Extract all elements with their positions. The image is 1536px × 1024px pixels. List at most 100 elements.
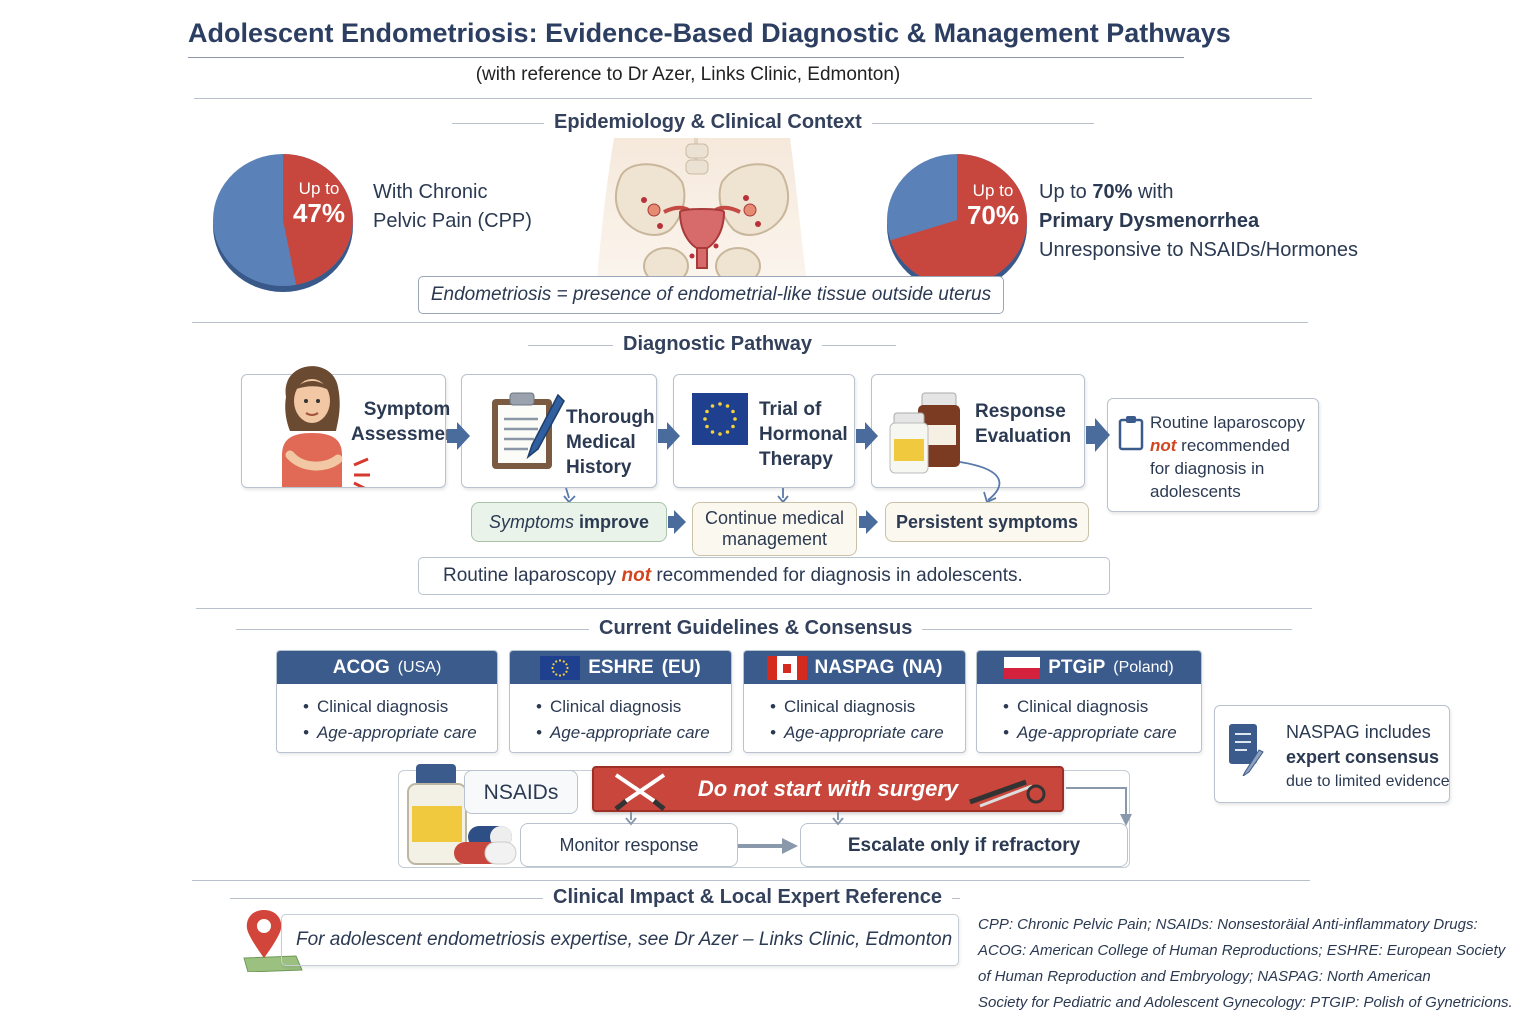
naspag-consensus-note: NASPAG includes expert consensus due to … bbox=[1214, 705, 1450, 803]
eu-star bbox=[731, 424, 735, 429]
nsaids-label: NSAIDs bbox=[464, 770, 578, 814]
crossed-scalpels-icon bbox=[614, 773, 666, 811]
note-part: Routine laparoscopy bbox=[443, 565, 622, 586]
eu-star bbox=[551, 666, 554, 669]
pie-chart-dysmenorrhea bbox=[887, 154, 1027, 292]
abbreviation-line: ACOG: American College of Human Reproduc… bbox=[978, 942, 1506, 959]
guideline-item: Age-appropriate care bbox=[770, 720, 965, 746]
pelvis-uterus-illustration bbox=[596, 138, 808, 290]
title-underline bbox=[188, 57, 1184, 58]
outcome-text: Symptoms bbox=[488, 511, 574, 532]
section-heading-epidemiology: Epidemiology & Clinical Context bbox=[544, 111, 872, 134]
eu-star bbox=[555, 672, 558, 676]
pie-percent: 70% bbox=[966, 199, 1020, 230]
canada-flag-icon bbox=[766, 655, 807, 680]
guideline-list: Clinical diagnosis Age-appropriate care bbox=[744, 684, 965, 746]
pie-label-cpp: With Chronic Pelvic Pain (CPP) bbox=[373, 178, 532, 236]
definition-text: Endometriosis = presence of endometrial-… bbox=[430, 284, 992, 305]
pie-label-part: Up to bbox=[1039, 181, 1093, 203]
guideline-item: Clinical diagnosis bbox=[536, 694, 731, 720]
pie-label-line: Unresponsive to NSAIDs/Hormones bbox=[1039, 239, 1359, 261]
pie-prefix: Up to bbox=[972, 181, 1014, 200]
step-label-line: Symptom bbox=[363, 399, 451, 420]
outcome-text: management bbox=[721, 529, 828, 549]
naspag-note-line: due to limited evidence bbox=[1286, 773, 1450, 790]
side-note-line: not recommended bbox=[1150, 434, 1305, 457]
guideline-name: NASPAG bbox=[814, 656, 895, 678]
guideline-region: (Poland) bbox=[1113, 658, 1174, 676]
pie-slice-47 bbox=[283, 154, 353, 285]
monitor-text: Monitor response bbox=[559, 834, 699, 855]
outcome-text: Continue medical bbox=[704, 508, 845, 528]
abbreviations-footnote: CPP: Chronic Pelvic Pain; NSAIDs: Nonses… bbox=[978, 912, 1513, 1016]
medicine-bottles-icon bbox=[889, 392, 960, 474]
eu-star bbox=[725, 430, 730, 434]
naspag-note-line: expert consensus bbox=[1286, 747, 1440, 767]
step-label-line: Medical bbox=[566, 432, 636, 453]
guideline-list: Clinical diagnosis Age-appropriate care bbox=[510, 684, 731, 746]
step-label-line: Trial of bbox=[759, 399, 822, 420]
laparoscopy-side-note: Routine laparoscopy not recommended for … bbox=[1107, 398, 1319, 512]
eu-star bbox=[552, 670, 555, 673]
clipboard-icon bbox=[1118, 416, 1144, 451]
guideline-list: Clinical diagnosis Age-appropriate care bbox=[977, 684, 1201, 746]
eu-star bbox=[565, 670, 568, 673]
pie-label-line: Pelvic Pain (CPP) bbox=[373, 210, 532, 232]
pie-value-70: Up to 70% bbox=[960, 181, 1026, 230]
surgery-warning-banner: Do not start with surgery bbox=[592, 766, 1064, 812]
step-label-line: Assessment bbox=[351, 424, 463, 445]
clipboard-pen-icon bbox=[492, 392, 565, 469]
eu-star bbox=[559, 673, 562, 677]
side-note-line: for diagnosis in bbox=[1150, 459, 1265, 478]
guideline-item: Clinical diagnosis bbox=[770, 694, 965, 720]
patient-with-pain-icon bbox=[282, 366, 370, 487]
eu-star bbox=[731, 409, 735, 414]
laparoscopy-note: Routine laparoscopy not recommended for … bbox=[418, 557, 1110, 595]
eu-star bbox=[552, 662, 555, 665]
guideline-region: (EU) bbox=[661, 656, 701, 678]
guideline-name: ACOG bbox=[332, 656, 390, 678]
pie-chart-cpp bbox=[213, 154, 353, 292]
step-label-line: Thorough bbox=[566, 407, 655, 428]
eu-star bbox=[703, 417, 707, 421]
pie-label-part: 70% bbox=[1092, 181, 1133, 203]
outcome-symptoms-improve: Symptoms improve bbox=[471, 502, 667, 542]
step-label: Response Evaluation bbox=[975, 399, 1071, 449]
divider bbox=[196, 608, 1312, 609]
guideline-list: Clinical diagnosis Age-appropriate care bbox=[277, 684, 497, 746]
guideline-item: Age-appropriate care bbox=[536, 720, 731, 746]
eu-star bbox=[725, 404, 730, 408]
step-label: Trial of Hormonal Therapy bbox=[759, 397, 848, 472]
escalate-text: Escalate only if refractory bbox=[847, 834, 1081, 856]
emphasis-not: not bbox=[621, 565, 652, 586]
abbreviation-line: CPP: Chronic Pelvic Pain; NSAIDs: Nonses… bbox=[978, 916, 1478, 933]
eu-star bbox=[562, 672, 566, 676]
guideline-card-acog: ACOG(USA) Clinical diagnosis Age-appropr… bbox=[276, 650, 498, 753]
eu-star bbox=[562, 659, 566, 663]
guideline-item: Age-appropriate care bbox=[1003, 720, 1201, 746]
arrow-right-icon bbox=[859, 510, 878, 534]
guideline-item: Age-appropriate care bbox=[303, 720, 497, 746]
side-note-part: recommended bbox=[1176, 436, 1290, 455]
guideline-region: (NA) bbox=[902, 656, 943, 678]
eu-star bbox=[705, 409, 709, 414]
outcome-continue-management: Continue medical management bbox=[692, 502, 857, 556]
pie-percent: 47% bbox=[292, 197, 346, 228]
guideline-header: PTGiP(Poland) bbox=[977, 651, 1201, 684]
abbreviation-line: Society for Pediatric and Adolescent Gyn… bbox=[978, 994, 1513, 1011]
step-medical-history: Thorough Medical History bbox=[461, 374, 657, 488]
step-label-line: Response bbox=[975, 401, 1066, 422]
step-symptom-assessment: Symptom Assessment bbox=[241, 366, 463, 488]
step-hormonal-therapy: Trial of Hormonal Therapy bbox=[673, 374, 855, 488]
divider bbox=[192, 880, 1310, 881]
guideline-card-ptgip: PTGiP(Poland) Clinical diagnosis Age-app… bbox=[976, 650, 1202, 753]
pie-label-part: with bbox=[1132, 181, 1174, 203]
guideline-card-naspag: NASPAG (NA) Clinical diagnosis Age-approp… bbox=[743, 650, 966, 753]
eu-star bbox=[710, 404, 715, 408]
step-label: Symptom Assessment bbox=[351, 397, 463, 447]
poland-flag-icon bbox=[1004, 656, 1041, 679]
nsaids-text: NSAIDs bbox=[483, 780, 559, 804]
divider bbox=[192, 322, 1308, 323]
guideline-item: Clinical diagnosis bbox=[303, 694, 497, 720]
pie-slice-70 bbox=[890, 154, 1027, 286]
